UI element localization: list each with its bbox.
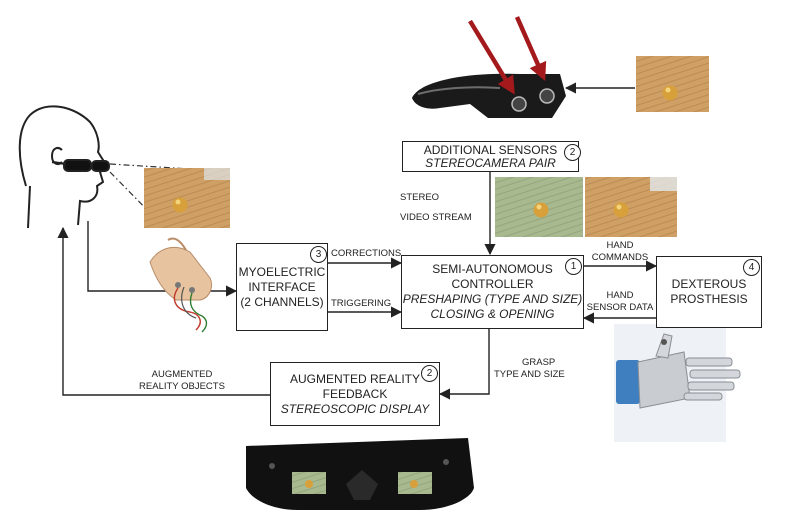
ar-line2: FEEDBACK xyxy=(322,386,388,401)
stereo-label-line2: VIDEO STREAM xyxy=(400,212,472,223)
ar-objects-line1: AUGMENTED xyxy=(151,369,213,380)
camera-view-image xyxy=(144,168,230,228)
prosthesis-line2: PROSTHESIS xyxy=(670,292,748,306)
connectors xyxy=(57,82,658,400)
arrow-grasp xyxy=(438,329,490,400)
view-lines xyxy=(109,163,207,226)
ar-line3: STEREOSCOPIC DISPLAY xyxy=(280,401,430,416)
hand-commands-label: HAND COMMANDS xyxy=(585,240,655,264)
sensors-title: ADDITIONAL SENSORS xyxy=(423,142,558,157)
ar-objects-line2: REALITY OBJECTS xyxy=(139,381,225,392)
stereo-right-image xyxy=(585,177,677,237)
controller-line4: CLOSING & OPENING xyxy=(430,307,555,321)
stereo-label-line1: STEREO xyxy=(400,192,440,203)
controller-number-badge: 1 xyxy=(565,258,582,275)
myo-line2: INTERFACE xyxy=(248,279,316,294)
ball-photo xyxy=(636,56,709,112)
controller-line2: CONTROLLER xyxy=(451,277,534,291)
arrow-ar-to-user xyxy=(57,226,270,396)
ar-number-badge: 2 xyxy=(421,365,438,382)
corrections-label: CORRECTIONS xyxy=(331,248,402,259)
stereo-video-label: STEREO VIDEO STREAM xyxy=(400,192,472,224)
additional-sensors-box: ADDITIONAL SENSORS STEREOCAMERA PAIR xyxy=(402,141,579,172)
stereo-left-image xyxy=(495,177,583,237)
smart-glasses-icon xyxy=(412,16,566,118)
myo-number-badge: 3 xyxy=(310,246,327,263)
sensors-number-badge: 2 xyxy=(564,144,581,161)
myo-line3: (2 CHANNELS) xyxy=(240,294,324,309)
semi-autonomous-controller-box: SEMI-AUTONOMOUS CONTROLLER PRESHAPING (T… xyxy=(401,255,584,329)
sensors-subtitle: STEREOCAMERA PAIR xyxy=(425,155,556,170)
controller-line3: PRESHAPING (TYPE AND SIZE) xyxy=(402,292,583,306)
hand-commands-line2: COMMANDS xyxy=(591,252,649,263)
ar-feedback-box: AUGMENTED REALITY FEEDBACK STEREOSCOPIC … xyxy=(270,362,440,426)
ar-objects-label: AUGMENTED REALITY OBJECTS xyxy=(126,369,238,393)
hand-sensor-data-label: HAND SENSOR DATA xyxy=(585,290,655,314)
myo-line1: MYOELECTRIC xyxy=(238,264,326,279)
ar-display-icon xyxy=(246,438,474,510)
prosthesis-line1: DEXTEROUS xyxy=(671,277,747,291)
prosthesis-number-badge: 4 xyxy=(743,259,760,276)
triggering-label: TRIGGERING xyxy=(331,298,392,309)
grasp-type-label: GRASP TYPE AND SIZE xyxy=(494,357,565,381)
ar-line1: AUGMENTED REALITY xyxy=(289,371,421,386)
robotic-hand-icon xyxy=(614,324,741,442)
grasp-line2: TYPE AND SIZE xyxy=(494,369,565,380)
controller-line1: SEMI-AUTONOMOUS xyxy=(432,262,553,276)
hand-commands-line1: HAND xyxy=(606,240,634,251)
forearm-electrodes-icon xyxy=(149,237,213,333)
sensor-data-line2: SENSOR DATA xyxy=(586,302,654,313)
user-head-icon xyxy=(18,105,110,229)
sensor-data-line1: HAND xyxy=(606,290,634,301)
grasp-line1: GRASP xyxy=(522,357,556,368)
